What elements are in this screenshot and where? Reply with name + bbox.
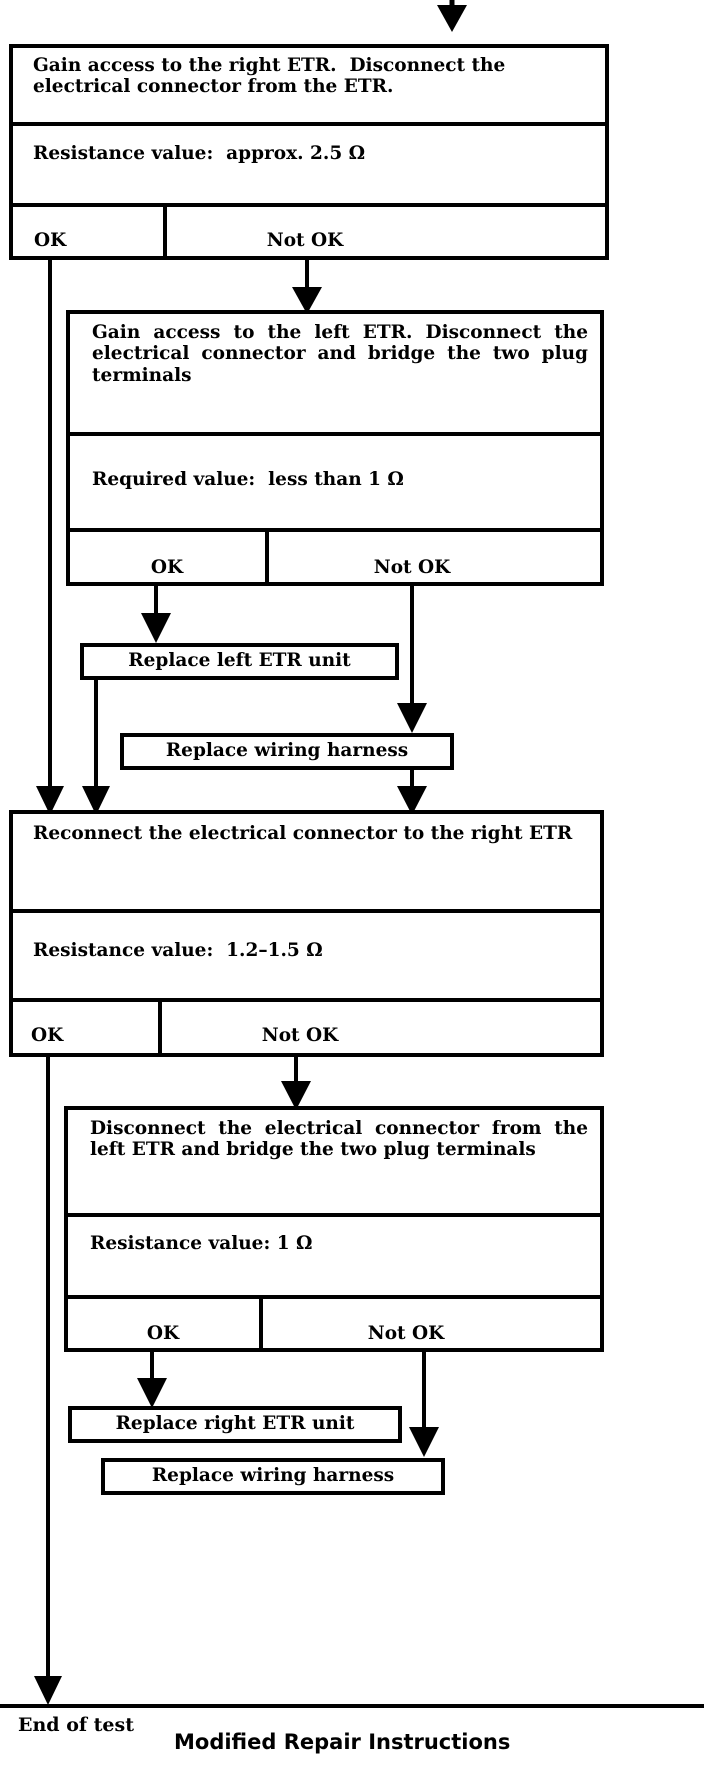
step1-branch-ok[interactable]: OK [34, 230, 67, 251]
step2-box [66, 310, 604, 586]
step4-branch-ok[interactable]: OK [146, 1323, 180, 1344]
step4-measurement: Resistance value: 1 Ω [90, 1233, 313, 1254]
step2-branch-notok[interactable]: Not OK [373, 557, 451, 578]
step1-instruction: Gain access to the right ETR. Disconnect… [33, 55, 512, 98]
step4-instruction: Disconnect the electrical connector from… [90, 1118, 588, 1161]
edge-step1-ok [36, 258, 64, 815]
step4-branch-notok[interactable]: Not OK [367, 1323, 445, 1344]
edge-harness-to-step3 [397, 768, 427, 815]
act-left-etr-label[interactable]: Replace left ETR unit [128, 650, 351, 671]
edge-step3-ok [34, 1055, 62, 1705]
step3-instruction: Reconnect the electrical connector to th… [33, 823, 573, 844]
arrow-entry [437, 0, 467, 32]
act-left-etr-box [80, 643, 399, 680]
step1-measurement: Resistance value: approx. 2.5 Ω [33, 143, 366, 164]
act-right-etr-box [68, 1406, 402, 1443]
edge-step2-ok [141, 584, 171, 643]
edge-step4-ok [137, 1350, 167, 1408]
act-right-etr-label[interactable]: Replace right ETR unit [115, 1413, 355, 1434]
step2-measurement: Required value: less than 1 Ω [92, 469, 404, 490]
step3-branch-notok[interactable]: Not OK [261, 1025, 339, 1046]
diagram-title: Modified Repair Instructions [174, 1730, 511, 1754]
step3-branch-ok[interactable]: OK [31, 1025, 64, 1046]
act-harness-lower-label[interactable]: Replace wiring harness [151, 1465, 395, 1486]
act-harness-lower-box [101, 1458, 445, 1495]
step4-box [64, 1106, 604, 1352]
edge-step3-notok [281, 1055, 311, 1110]
act-harness-upper-label[interactable]: Replace wiring harness [165, 740, 409, 761]
step2-branch-ok[interactable]: OK [150, 557, 184, 578]
edge-step1-notok [292, 258, 322, 314]
step3-box [9, 810, 604, 1057]
edge-step4-notok [409, 1350, 439, 1457]
edge-step2-notok [397, 584, 427, 733]
edge-leftetr-to-step3 [82, 678, 110, 815]
step1-branch-notok[interactable]: Not OK [266, 230, 344, 251]
step3-measurement: Resistance value: 1.2–1.5 Ω [33, 940, 323, 961]
step2-instruction: Gain access to the left ETR. Disconnect … [92, 322, 588, 386]
end-of-test-label: End of test [18, 1714, 134, 1736]
act-harness-upper-box [120, 733, 454, 770]
